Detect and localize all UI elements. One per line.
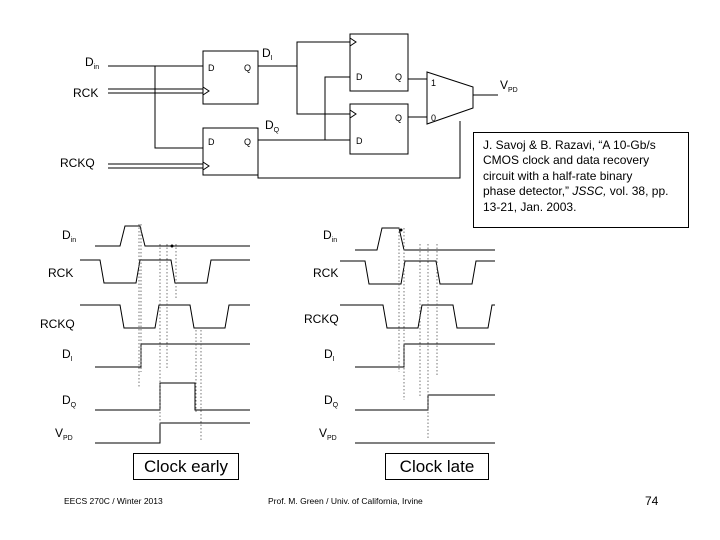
citation-line-4: phase detector,” JSSC, vol. 38, pp. xyxy=(483,184,684,199)
mux-input-0: 0 xyxy=(431,113,436,123)
rckq-double-wire xyxy=(108,163,203,169)
ff3-q-port: Q xyxy=(395,72,402,82)
ff4-q-port: Q xyxy=(395,113,402,123)
late-alignment-markers xyxy=(398,228,438,440)
dq-output-wire xyxy=(258,76,350,141)
early-vpd-waveform xyxy=(95,422,250,444)
ff3-clock-icon xyxy=(349,37,357,47)
early-vpd-label: VPD xyxy=(55,426,73,442)
citation-text: vol. 38, pp. xyxy=(606,184,669,199)
di-output-wire xyxy=(258,41,350,115)
ff2-q-port: Q xyxy=(244,137,251,147)
early-din-waveform xyxy=(95,225,250,247)
rck-double-wire xyxy=(108,88,203,94)
ff4-clock-icon xyxy=(349,109,357,119)
late-dq-label: DQ xyxy=(324,393,339,409)
footer-author: Prof. M. Green / Univ. of California, Ir… xyxy=(268,496,423,506)
clock-early-caption: Clock early xyxy=(133,453,239,480)
flipflop-3 xyxy=(349,33,409,92)
timing-clock-early: Din RCK RCKQ DI DQ VPD xyxy=(40,224,250,444)
late-di-label: DI xyxy=(324,347,335,363)
rck-input-label: RCK xyxy=(73,86,98,100)
citation-line-1: J. Savoj & B. Razavi, “A 10-Gb/s xyxy=(483,138,656,152)
ff1-clock-icon xyxy=(202,86,210,96)
citation-line-3: circuit with a half-rate binary xyxy=(483,168,633,183)
early-di-waveform xyxy=(95,343,250,368)
footer-course: EECS 270C / Winter 2013 xyxy=(64,496,163,506)
citation-box: J. Savoj & B. Razavi, “A 10-Gb/s CMOS cl… xyxy=(473,132,689,228)
late-din-dot xyxy=(399,228,403,232)
early-dq-label: DQ xyxy=(62,393,77,409)
din-wire xyxy=(108,65,203,149)
din-input-label: Din xyxy=(85,55,99,71)
late-din-label: Din xyxy=(323,228,337,244)
early-dq-waveform xyxy=(95,382,250,411)
dq-node-label: DQ xyxy=(265,118,280,134)
late-vpd-label: VPD xyxy=(319,426,337,442)
timing-clock-late: Din RCK RCKQ DI DQ VPD xyxy=(304,227,495,444)
early-din-label: Din xyxy=(62,228,76,244)
ff1-d-port: D xyxy=(208,63,215,73)
citation-line-2: CMOS clock and data recovery xyxy=(483,153,650,168)
ff-to-mux-wires xyxy=(408,78,427,118)
early-rck-label: RCK xyxy=(48,266,73,280)
ff2-d-port: D xyxy=(208,137,215,147)
late-rck-label: RCK xyxy=(313,266,338,280)
clock-late-caption: Clock late xyxy=(385,453,489,480)
page-number: 74 xyxy=(645,494,659,508)
early-alignment-markers xyxy=(138,224,202,440)
circuit-schematic: Din RCK RCKQ D Q D Q DI DQ D Q D xyxy=(60,33,518,179)
mux xyxy=(426,71,474,125)
late-rckq-label: RCKQ xyxy=(304,312,339,326)
late-di-waveform xyxy=(355,343,495,368)
mux-input-1: 1 xyxy=(431,78,436,88)
early-rckq-label: RCKQ xyxy=(40,317,75,331)
ff2-clock-icon xyxy=(202,161,210,171)
vpd-output-label: VPD xyxy=(500,78,518,94)
early-rck-waveform xyxy=(80,259,250,284)
citation-line-5: 13-21, Jan. 2003. xyxy=(483,199,577,214)
flipflop-2 xyxy=(202,127,259,176)
late-rck-waveform xyxy=(340,260,495,285)
late-rckq-waveform xyxy=(340,304,495,329)
late-dq-waveform xyxy=(355,394,495,411)
ff1-q-port: Q xyxy=(244,63,251,73)
citation-text: phase detector,” xyxy=(483,184,573,199)
late-din-waveform xyxy=(355,227,495,251)
di-node-label: DI xyxy=(262,46,273,62)
flipflop-1 xyxy=(202,50,259,105)
flipflop-4 xyxy=(349,103,409,155)
early-di-label: DI xyxy=(62,347,73,363)
early-rckq-waveform xyxy=(80,304,250,329)
mux-select-wire xyxy=(257,121,461,179)
rckq-input-label: RCKQ xyxy=(60,156,95,170)
early-din-dot xyxy=(170,244,174,248)
ff3-d-port: D xyxy=(356,72,363,82)
ff4-d-port: D xyxy=(356,136,363,146)
citation-journal: JSSC, xyxy=(572,184,607,199)
